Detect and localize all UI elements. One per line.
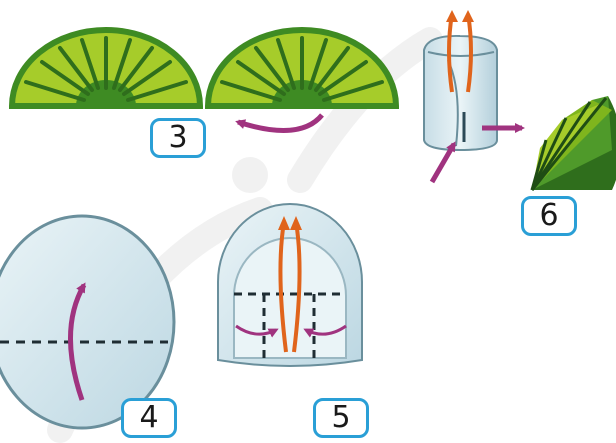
curved-arrow-icon bbox=[238, 115, 322, 131]
finished-fan-icon bbox=[532, 96, 616, 190]
fan-icon bbox=[208, 30, 396, 106]
paper-semicircle bbox=[218, 204, 362, 366]
step-label-5: 5 bbox=[313, 398, 369, 438]
step-label-3: 3 bbox=[150, 118, 206, 158]
step-label-6: 6 bbox=[521, 196, 577, 236]
fan-icon bbox=[12, 30, 200, 106]
step-label-4: 4 bbox=[121, 398, 177, 438]
paper-circle bbox=[0, 216, 174, 428]
